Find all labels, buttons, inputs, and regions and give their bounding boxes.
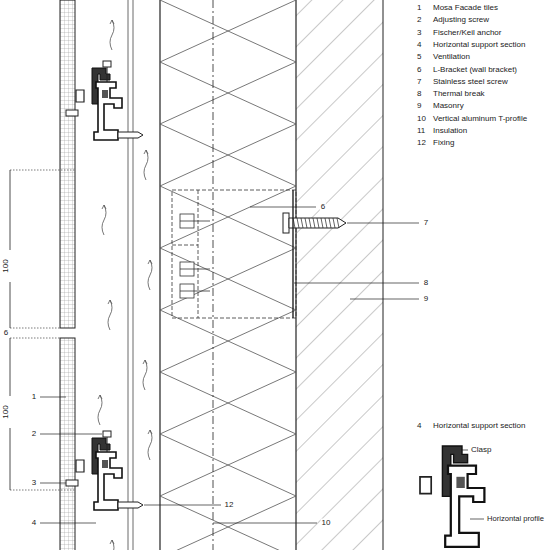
callout-number: 9 xyxy=(416,102,422,111)
dimension: 100 xyxy=(2,404,11,419)
callout-number: 5 xyxy=(416,53,422,62)
part-name: Horizontal profile xyxy=(486,515,545,523)
callout-number: 10 xyxy=(416,114,427,123)
callout-number: 4 xyxy=(31,519,37,528)
callout-number: 8 xyxy=(423,279,429,288)
callout-number: 7 xyxy=(416,77,422,86)
callout-number: 1 xyxy=(31,393,37,402)
part-name: Fischer/Keil anchor xyxy=(432,28,502,37)
part-name: Horizontal support section xyxy=(432,40,527,49)
dimension: 6 xyxy=(3,329,9,338)
part-name: Vertical aluminum T-profile xyxy=(432,114,528,123)
callout-number: 2 xyxy=(31,430,37,439)
callout-number: 3 xyxy=(31,479,37,488)
part-name: Ventilation xyxy=(432,53,471,62)
part-name: Thermal break xyxy=(432,90,486,99)
part-name: Masonry xyxy=(432,102,465,111)
part-name: Clasp xyxy=(470,446,492,455)
callout-number: 4 xyxy=(416,40,422,49)
callout-number: 12 xyxy=(224,501,235,510)
callout-number: 2 xyxy=(416,16,422,25)
part-name: Stainless steel screw xyxy=(432,77,509,86)
dimension: 100 xyxy=(2,258,11,273)
callout-number: 6 xyxy=(320,203,326,212)
callout-number: 6 xyxy=(416,65,422,74)
callout-number: 9 xyxy=(423,295,429,304)
part-name: Adjusting screw xyxy=(432,16,490,25)
callout-number: 8 xyxy=(416,90,422,99)
callout-number: 7 xyxy=(423,219,429,228)
part-name: Fixing xyxy=(432,139,455,148)
callout-number: 1 xyxy=(416,4,422,13)
callout-number: 3 xyxy=(416,28,422,37)
part-name: Insulation xyxy=(432,127,468,136)
callout-number: 12 xyxy=(416,139,427,148)
part-name: Horizontal support section xyxy=(432,422,527,431)
callout-number: 11 xyxy=(416,127,426,136)
callout-number: 10 xyxy=(321,519,332,528)
part-name: L-Bracket (wall bracket) xyxy=(432,65,518,74)
callout-number: 4 xyxy=(416,422,422,431)
part-name: Mosa Facade tiles xyxy=(432,4,499,13)
